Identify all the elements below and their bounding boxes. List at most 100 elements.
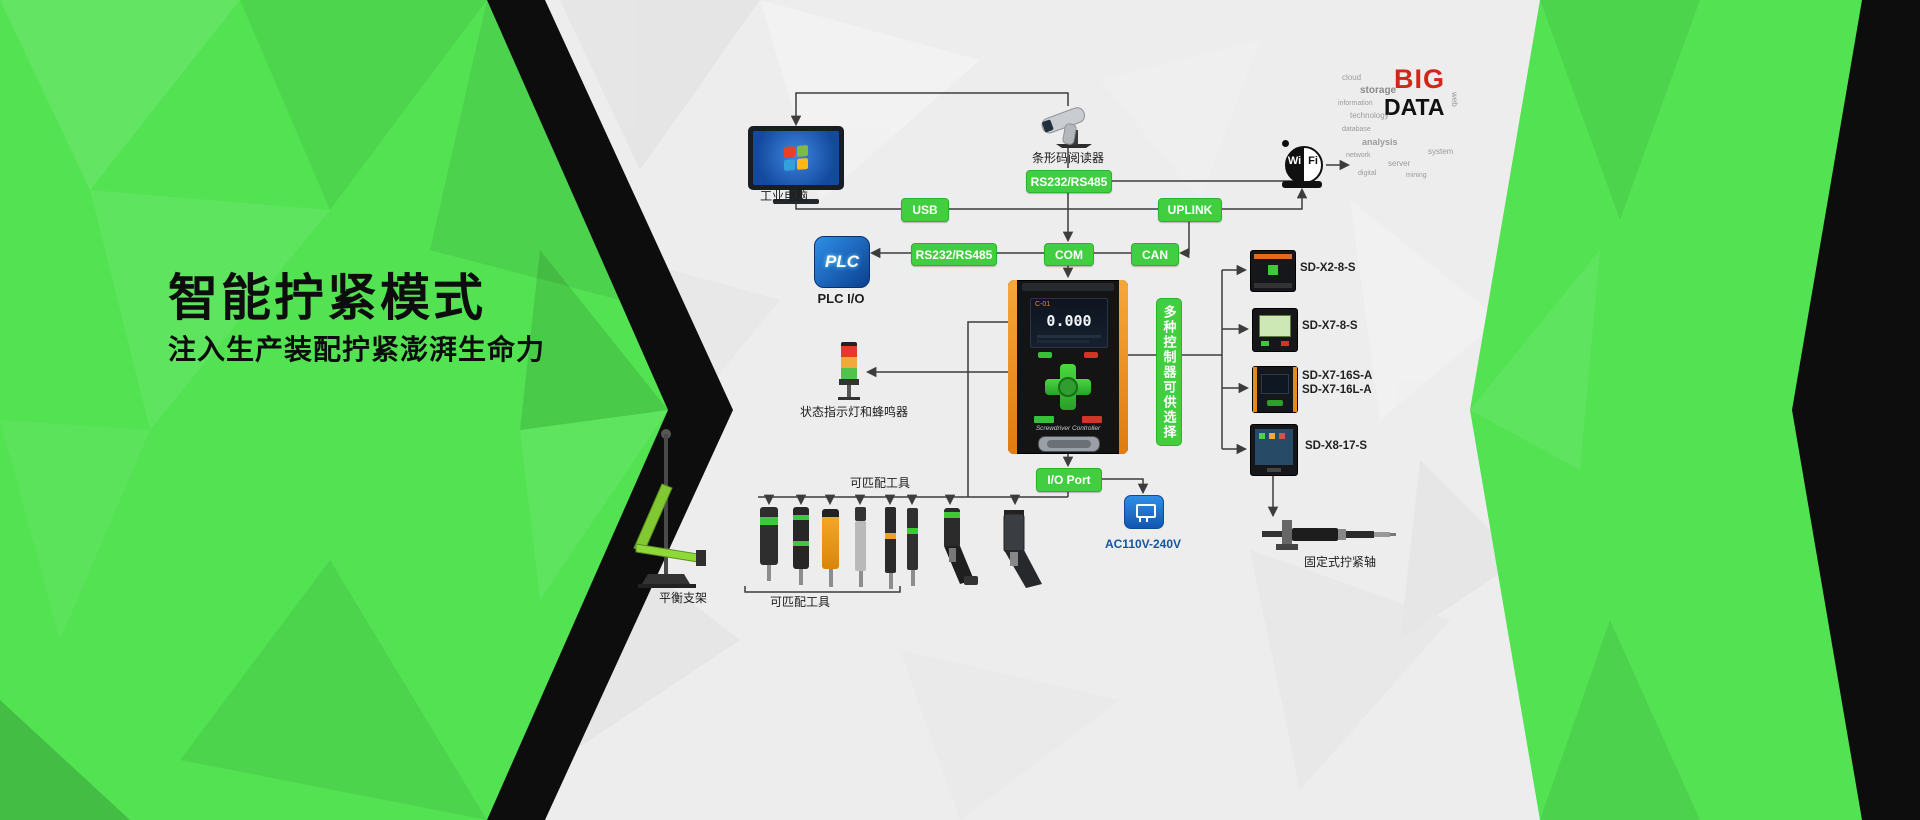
lcd-row-decoration bbox=[1037, 340, 1089, 343]
screwdriver-controller: C-01 0.000 Screwdriver Controller bbox=[1008, 280, 1128, 454]
fixed-tightening-axis bbox=[1262, 520, 1397, 554]
controller-lcd: C-01 0.000 bbox=[1030, 298, 1108, 348]
model4-button-bar bbox=[1267, 468, 1281, 472]
model1-top-strip bbox=[1254, 254, 1292, 259]
tower-base bbox=[839, 379, 859, 385]
tool-body bbox=[885, 507, 896, 573]
tool-cap bbox=[855, 507, 866, 521]
controller-orange-rail-right bbox=[1119, 280, 1128, 454]
controller-selector-tag: 多种控制器可供选择 bbox=[1156, 298, 1182, 446]
tool-electric-driver-2 bbox=[793, 507, 809, 587]
model-sd-x8-17-s-image bbox=[1250, 424, 1298, 476]
plc-icon: PLC bbox=[814, 236, 870, 288]
compatible-tools-label-bottom: 可匹配工具 bbox=[769, 595, 830, 609]
wifi-antenna-icon bbox=[1282, 140, 1289, 147]
lcd-row-decoration bbox=[1037, 335, 1101, 338]
tool-body bbox=[760, 507, 778, 565]
monitor-screen bbox=[753, 131, 839, 185]
controller-orange-rail-left bbox=[1008, 280, 1017, 454]
cloud-word: database bbox=[1342, 126, 1371, 133]
plc-node: PLC bbox=[814, 236, 870, 288]
barcode-reader-icon bbox=[1041, 107, 1092, 148]
cloud-word: digital bbox=[1358, 170, 1377, 177]
tool-green-band2 bbox=[793, 541, 809, 546]
hero-subtitle: 注入生产装配拧紧澎湃生命力 bbox=[168, 334, 546, 365]
cloud-word: system bbox=[1428, 147, 1454, 156]
barcode-reader-label: 条形码阅读器 bbox=[1031, 151, 1104, 165]
controller-db25-connector bbox=[1038, 436, 1100, 452]
model4-app-dot bbox=[1259, 433, 1265, 439]
plug-pin bbox=[1139, 516, 1141, 522]
plug-pin bbox=[1146, 516, 1148, 522]
model3-dpad bbox=[1267, 400, 1283, 406]
model-sd-x7-16l-a-label: SD-X7-16L-A bbox=[1302, 384, 1372, 396]
model2-button bbox=[1261, 341, 1269, 346]
tower-foot bbox=[838, 397, 860, 400]
tool-bit bbox=[828, 569, 833, 587]
cloud-word: mining bbox=[1406, 172, 1427, 179]
controller-dpad bbox=[1045, 364, 1091, 410]
cloud-word: technology bbox=[1350, 111, 1389, 120]
bigdata-data-text: DATA bbox=[1384, 94, 1445, 120]
port-usb: USB bbox=[901, 198, 949, 222]
cloud-word: cloud bbox=[1342, 73, 1362, 82]
compatible-tools-label-top: 可匹配工具 bbox=[849, 476, 910, 490]
tool-body bbox=[822, 517, 839, 569]
model2-screen bbox=[1259, 315, 1291, 337]
tool-pistol-drill-1 bbox=[930, 508, 982, 595]
tool-pistol-drill-2 bbox=[992, 510, 1050, 597]
cloud-word: web bbox=[1450, 92, 1459, 107]
windows-pane-red bbox=[784, 146, 795, 159]
cloud-word: server bbox=[1388, 159, 1411, 168]
status-light-label: 状态指示灯和蜂鸣器 bbox=[799, 405, 908, 419]
hero-title: 智能拧紧模式 bbox=[168, 270, 486, 326]
cloud-word: storage bbox=[1360, 85, 1397, 96]
tool-bit bbox=[767, 565, 771, 581]
windows-pane-yellow bbox=[797, 157, 808, 170]
industrial-pc-label: 工业电脑 bbox=[759, 189, 808, 203]
model-sd-x7-16-image bbox=[1252, 366, 1298, 413]
port-can: CAN bbox=[1131, 243, 1179, 266]
tool-slim-driver-1 bbox=[855, 507, 866, 589]
model2-button-red bbox=[1281, 341, 1289, 346]
controller-red-indicator bbox=[1084, 352, 1098, 358]
port-uplink: UPLINK bbox=[1158, 198, 1222, 222]
pistol-drill-icon bbox=[944, 508, 978, 585]
fixed-axis-label: 固定式拧紧轴 bbox=[1303, 555, 1376, 569]
port-io: I/O Port bbox=[1036, 468, 1102, 492]
port-com: COM bbox=[1044, 243, 1094, 266]
barcode-reader bbox=[1026, 100, 1110, 148]
controller-top-connectors bbox=[1022, 283, 1114, 291]
model-sd-x7-8-s-label: SD-X7-8-S bbox=[1302, 320, 1358, 332]
balance-stand-label: 平衡支架 bbox=[658, 591, 707, 605]
tower-amber-light bbox=[841, 357, 857, 368]
controller-green-key bbox=[1034, 416, 1054, 423]
windows-logo-icon bbox=[784, 144, 808, 172]
tool-bit bbox=[910, 570, 915, 586]
port-rs232-rs485-top: RS232/RS485 bbox=[1026, 170, 1112, 193]
lcd-torque-value: 0.000 bbox=[1046, 312, 1092, 330]
tool-slim-driver-3 bbox=[907, 508, 918, 588]
fixed-axis-icon bbox=[1262, 520, 1396, 550]
lcd-channel-text: C-01 bbox=[1035, 301, 1051, 308]
cloud-word: information bbox=[1338, 100, 1373, 107]
wifi-wi-text: Wi bbox=[1287, 155, 1302, 167]
windows-pane-blue bbox=[784, 159, 795, 172]
tool-green-band bbox=[907, 528, 918, 534]
model1-screen bbox=[1268, 265, 1278, 275]
model-sd-x7-16s-a-label: SD-X7-16S-A bbox=[1302, 370, 1373, 382]
model3-rail-left bbox=[1253, 367, 1257, 412]
model1-base bbox=[1254, 283, 1292, 288]
tool-bit bbox=[799, 569, 803, 585]
industrial-pc bbox=[748, 126, 844, 206]
model3-screen bbox=[1261, 374, 1289, 394]
model4-app-dot3 bbox=[1279, 433, 1285, 439]
model4-app-dot2 bbox=[1269, 433, 1275, 439]
cloud-word: analysis bbox=[1362, 137, 1398, 147]
windows-pane-green bbox=[797, 144, 808, 157]
dpad-center-button bbox=[1058, 377, 1078, 397]
model-sd-x2-8-s-label: SD-X2-8-S bbox=[1300, 262, 1356, 274]
monitor-stand bbox=[790, 190, 802, 199]
